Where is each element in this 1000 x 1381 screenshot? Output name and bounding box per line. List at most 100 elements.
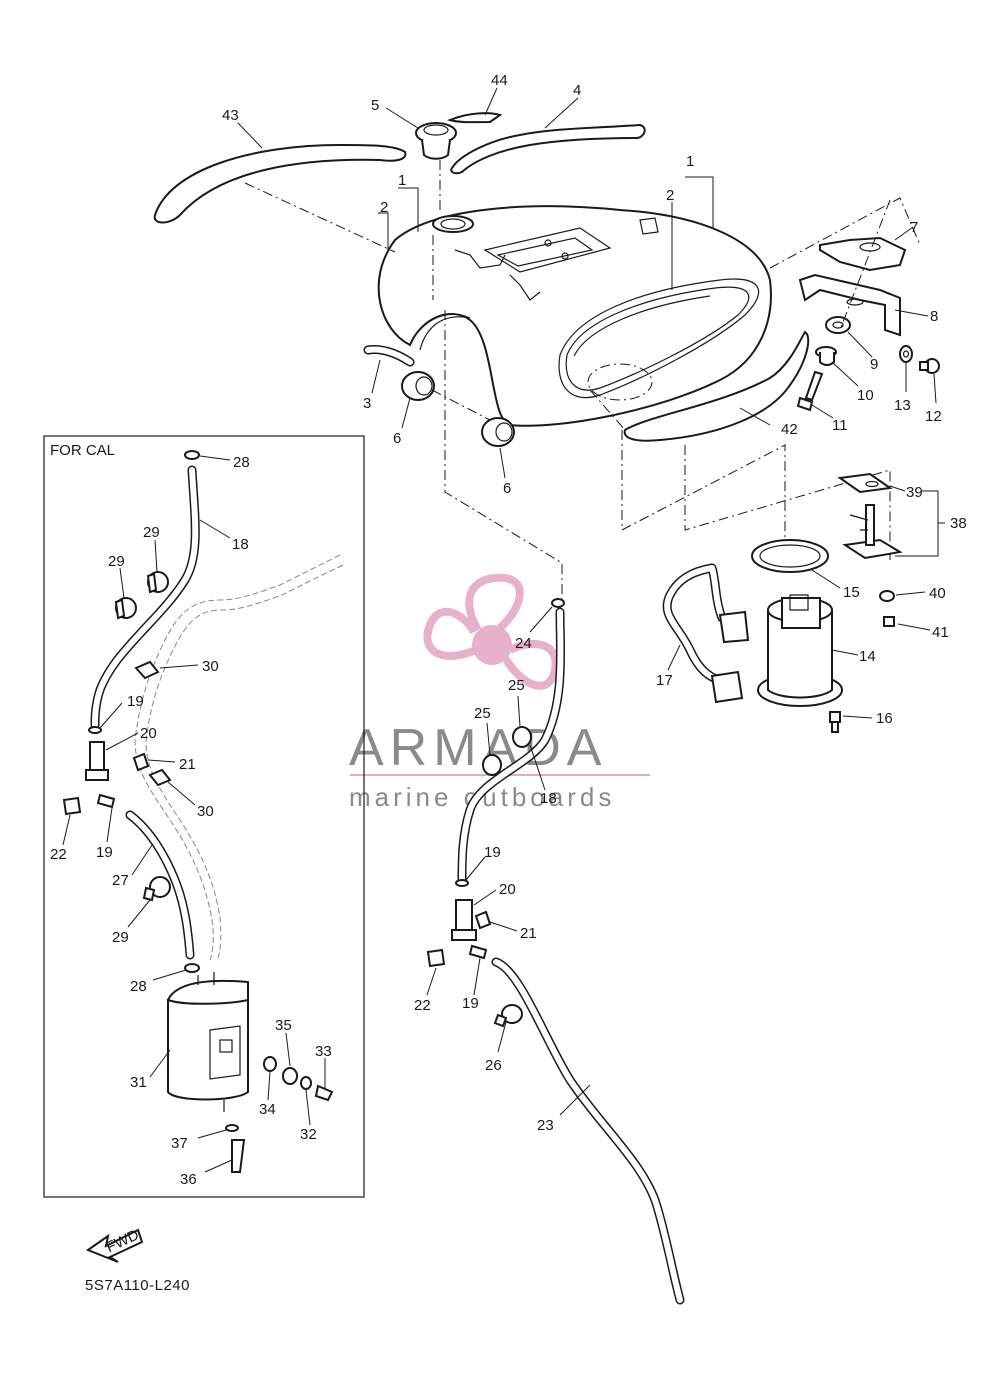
callout-34: 34: [259, 1101, 276, 1118]
callout-33: 33: [315, 1043, 332, 1060]
callout-22: 22: [50, 846, 67, 863]
part-29-clamp-cal-a: [146, 539, 169, 594]
callout-10: 10: [857, 387, 874, 404]
part-17-pump-hose: [662, 563, 750, 704]
part-41-screw: [883, 616, 931, 631]
for-cal-inset-box: [43, 435, 365, 1198]
callout-16: 16: [876, 710, 893, 727]
part-7-bracket: [819, 226, 914, 272]
callout-41: 41: [932, 624, 949, 641]
part-16-screw: [829, 711, 873, 733]
part-21-clip-cal: [132, 752, 176, 772]
part-14-fuel-pump: [757, 594, 859, 707]
part-12-screw: [919, 358, 940, 404]
callout-1-2-right: [671, 176, 714, 290]
part-40-washer: [879, 590, 926, 602]
part-5-fuel-cap: [385, 107, 457, 210]
part-44-plate: [446, 112, 503, 124]
callout-27: 27: [112, 872, 129, 889]
callout-labels: 1 2 1 2 3 4 5 6 6 7 8 9 10 11 12 13 14 1…: [50, 72, 967, 1188]
callout-21: 21: [179, 756, 196, 773]
callout-19: 19: [127, 693, 144, 710]
part-19-clip-cal-b: [96, 793, 116, 843]
part-19-clip-cal-a: [88, 702, 123, 734]
part-22-cap-right: [426, 948, 446, 996]
part-33-bolt: [314, 1058, 334, 1102]
callout-37: 37: [171, 1135, 188, 1152]
callout-2: 2: [666, 187, 674, 204]
callout-7: 7: [910, 219, 918, 236]
callout-25: 25: [508, 677, 525, 694]
callout-42: 42: [781, 421, 798, 438]
callout-9: 9: [870, 356, 878, 373]
part-8-bracket: [798, 273, 929, 337]
callout-25: 25: [474, 705, 491, 722]
callout-19: 19: [462, 995, 479, 1012]
callout-5: 5: [371, 97, 379, 114]
fwd-arrow-icon: FWD: [85, 1226, 144, 1263]
part-30-clamp-cal-a: [134, 660, 199, 680]
callout-31: 31: [130, 1074, 147, 1091]
part-6-damper-left: [401, 371, 491, 429]
part-36-hose: [204, 1139, 246, 1173]
callout-24: 24: [515, 635, 532, 652]
callout-19: 19: [484, 844, 501, 861]
callout-18: 18: [232, 536, 249, 553]
callout-20: 20: [140, 725, 157, 742]
watermark-logo: [423, 573, 560, 690]
part-37-clip: [197, 1124, 239, 1139]
part-31-canister: [149, 972, 249, 1112]
callout-1: 1: [398, 172, 406, 189]
part-42-side-cover: [623, 330, 810, 442]
callout-20: 20: [499, 881, 516, 898]
part-27-hose-cal: [125, 810, 195, 960]
callout-21: 21: [520, 925, 537, 942]
callout-3: 3: [363, 395, 371, 412]
callout-12: 12: [925, 408, 942, 425]
part-19-clip-right-b: [468, 944, 488, 996]
watermark-brand: ARMADA: [349, 719, 607, 777]
part-24-hose: [457, 598, 566, 885]
callout-14: 14: [859, 648, 876, 665]
callout-28: 28: [233, 454, 250, 471]
part-39-plate: [837, 472, 906, 494]
callout-13: 13: [894, 397, 911, 414]
part-13-washer: [899, 345, 913, 392]
callout-35: 35: [275, 1017, 292, 1034]
part-23-drain-hose: [491, 957, 685, 1305]
callout-1: 1: [686, 153, 694, 170]
part-38-sender: [842, 490, 945, 560]
callout-17: 17: [656, 672, 673, 689]
part-20-joint-right: [451, 889, 497, 941]
callout-38: 38: [950, 515, 967, 532]
part-28-clip-cal-b: [152, 963, 200, 981]
part-19-clip-right-a: [455, 856, 486, 887]
callout-30: 30: [197, 803, 214, 820]
part-35-grommet: [282, 1032, 298, 1085]
callout-26: 26: [485, 1057, 502, 1074]
part-26-clamp: [493, 1004, 523, 1053]
part-25-clamp-b: [482, 722, 502, 776]
part-9-grommet: [825, 316, 873, 358]
part-21-clip-right: [474, 910, 518, 932]
callout-32: 32: [300, 1126, 317, 1143]
part-10-collar: [815, 346, 859, 387]
callout-39: 39: [906, 484, 923, 501]
callout-44: 44: [491, 72, 508, 89]
diagram-code: 5S7A110-L240: [85, 1277, 190, 1294]
part-15-gasket: [751, 539, 841, 589]
for-cal-label: FOR CAL: [50, 442, 115, 459]
callout-15: 15: [843, 584, 860, 601]
part-25-clamp-a: [512, 695, 532, 748]
callout-4: 4: [573, 82, 581, 99]
callout-8: 8: [930, 308, 938, 325]
callout-6: 6: [503, 480, 511, 497]
part-32-washer: [300, 1076, 312, 1126]
fuel-tank: [377, 205, 772, 427]
callout-1-2-left: [378, 187, 419, 250]
part-22-cap-cal: [62, 796, 82, 846]
part-29-clamp-cal-c: [127, 876, 171, 928]
callout-29: 29: [143, 524, 160, 541]
callout-30: 30: [202, 658, 219, 675]
